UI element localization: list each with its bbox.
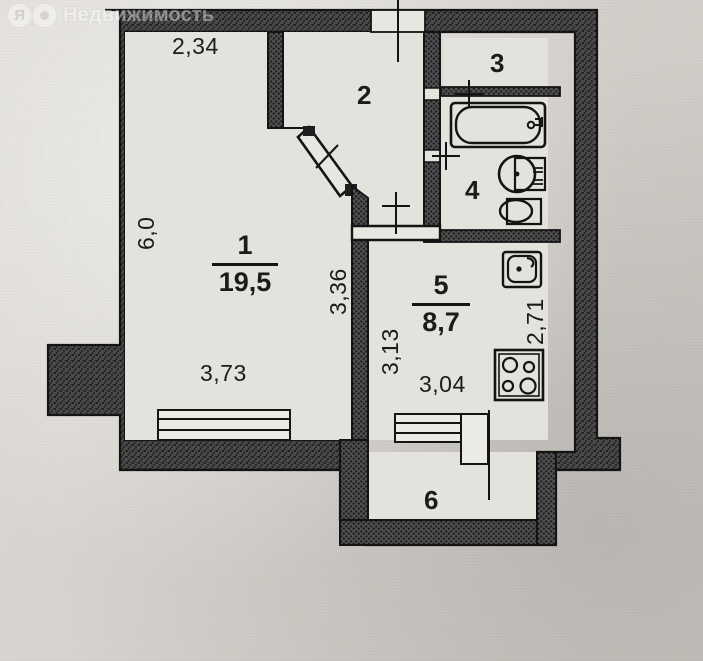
dimension-room1-bottom: 3,73	[200, 360, 247, 386]
dimension-room5-bottom: 3,04	[419, 371, 466, 397]
room-1-area: 19,5	[218, 267, 272, 297]
dimension-room5-right: 2,71	[522, 298, 548, 345]
dimension-room1-top: 2,34	[172, 33, 219, 59]
diagonal-door-room1[interactable]	[296, 125, 354, 198]
balcony-door[interactable]	[460, 413, 489, 465]
kitchen-sink-outer	[501, 250, 543, 289]
toilet-cistern	[505, 197, 543, 226]
room-2-number: 2	[357, 80, 372, 110]
kitchen-sink-tap	[526, 256, 535, 268]
wash-basin-counter	[513, 156, 547, 192]
kitchen-sink-drain	[516, 266, 522, 272]
room-4-number: 4	[465, 175, 480, 205]
dimension-room1-left: 6,0	[133, 216, 159, 250]
dimension-room1-right-lower: 3,13	[377, 328, 403, 375]
wall-hall-bath	[423, 31, 441, 241]
toilet-icon	[498, 198, 534, 224]
door-swing-tick-1	[315, 144, 339, 169]
room-1-number: 1	[237, 230, 253, 260]
room-floors	[125, 32, 548, 520]
door-openings	[370, 0, 483, 234]
kitchen-sink-icon	[506, 254, 538, 284]
room-5-rule	[412, 303, 470, 306]
bathtub-tap	[535, 117, 543, 127]
wash-basin-tap	[533, 167, 543, 185]
burner-2	[522, 360, 536, 374]
wall-balcony-right	[536, 451, 557, 546]
room-5-area: 8,7	[422, 307, 460, 337]
room-6-floor	[365, 452, 537, 520]
room-6-number: 6	[424, 485, 439, 515]
wall-bath-left-face	[423, 31, 441, 243]
room-2-floor	[283, 32, 437, 233]
window-room-1	[157, 409, 291, 441]
room-3-number: 3	[490, 48, 505, 78]
wall-balcony-bottom	[339, 519, 557, 546]
wall-room1-hall-top	[267, 31, 312, 129]
bathtub-drain	[526, 120, 536, 130]
room-5-number: 5	[433, 270, 449, 300]
room-1-floor	[125, 32, 352, 440]
dimension-room1-right-upper: 3,36	[325, 268, 351, 315]
bathtub-outer	[449, 101, 547, 149]
room-5-label: 5 8,7	[405, 272, 477, 336]
burner-4	[519, 377, 537, 395]
cooktop-outer	[493, 348, 545, 402]
burner-1	[501, 356, 519, 374]
room-1-rule	[212, 263, 278, 266]
wall-bath-bottom	[423, 229, 561, 243]
window-room-5	[394, 413, 462, 443]
room-3-floor	[444, 38, 548, 87]
wash-basin-icon	[497, 154, 537, 194]
room-1-label: 1 19,5	[205, 232, 285, 296]
windows	[157, 409, 490, 500]
diagonal-door-hinge-top	[303, 126, 315, 136]
room-5-floor	[365, 240, 548, 440]
cooktop-icon	[498, 353, 540, 397]
wall-room1-kitchen	[351, 184, 369, 445]
burner-3	[501, 379, 515, 393]
wash-basin-drain	[514, 171, 520, 177]
fixtures	[449, 101, 547, 402]
door-opening-room3[interactable]	[423, 87, 441, 101]
